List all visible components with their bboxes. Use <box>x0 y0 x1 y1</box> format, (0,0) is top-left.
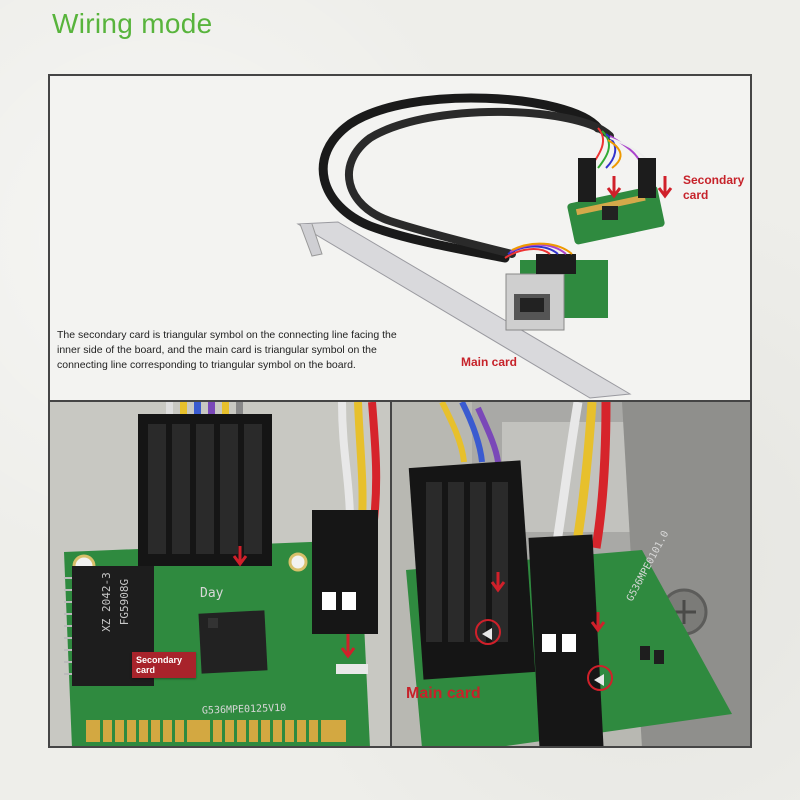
triangle-marker-circle <box>587 665 613 691</box>
secondary-closeup-arrow-2 <box>340 634 356 659</box>
main-closeup-photo: G536MPE0101.0 <box>392 402 750 746</box>
secondary-arrow-2 <box>657 176 673 199</box>
secondary-closeup-panel: XZ 2042-3 FG5908G Day G536MPE0125V10 Sec… <box>50 402 392 746</box>
secondary-label-line: card <box>683 188 709 202</box>
silk-day: Day <box>200 586 224 601</box>
main-closeup-arrow-2 <box>590 612 606 633</box>
chip-text: FG5908G <box>118 579 131 625</box>
secondary-card-header-right <box>638 158 656 198</box>
main-wire-bundle <box>504 242 573 259</box>
secondary-label-line: Secondary <box>683 173 745 187</box>
overview-photo <box>296 93 673 399</box>
chip-text: XZ 2042-3 <box>100 572 113 632</box>
description-line: The secondary card is triangular symbol … <box>57 329 397 341</box>
secondary-closeup-photo: XZ 2042-3 FG5908G Day G536MPE0125V10 <box>50 402 390 746</box>
main-closeup-arrow-1 <box>490 572 506 593</box>
main-card-label: Main card <box>461 355 518 369</box>
main-closeup-panel: G536MPE0101.0 Main card <box>392 402 750 746</box>
secondary-card-label: Secondary card <box>683 173 750 203</box>
tag-line: card <box>136 665 156 675</box>
ethernet-cable-loop <box>318 93 603 263</box>
wiring-description: The secondary card is triangular symbol … <box>57 328 427 373</box>
pci-bracket <box>296 221 632 399</box>
tag-line: Secondary <box>136 655 183 665</box>
secondary-header-4pin <box>312 510 378 634</box>
closeup-wires-right <box>439 402 611 549</box>
description-line: inner side of the board, and the main ca… <box>57 344 377 356</box>
secondary-arrow-1 <box>606 176 622 199</box>
secondary-card-tag: Secondary card <box>132 652 196 678</box>
description-line: connecting line corresponding to triangu… <box>57 359 356 371</box>
main-card-label-closeup: Main card <box>406 685 481 702</box>
main-card-header <box>536 254 576 274</box>
overview-panel: The secondary card is triangular symbol … <box>50 76 750 402</box>
closeup-wires-left <box>166 402 243 424</box>
mount-hole <box>288 552 308 572</box>
secondary-closeup-arrow-1 <box>232 546 248 567</box>
page-title: Wiring mode <box>52 8 213 39</box>
ethernet-cable-loop-2 <box>344 107 614 258</box>
silk-model: G536MPE0125V10 <box>202 703 287 717</box>
secondary-card-header-left <box>578 158 596 202</box>
wiring-figure-frame: The secondary card is triangular symbol … <box>48 74 752 748</box>
triangle-marker-circle <box>475 619 501 645</box>
